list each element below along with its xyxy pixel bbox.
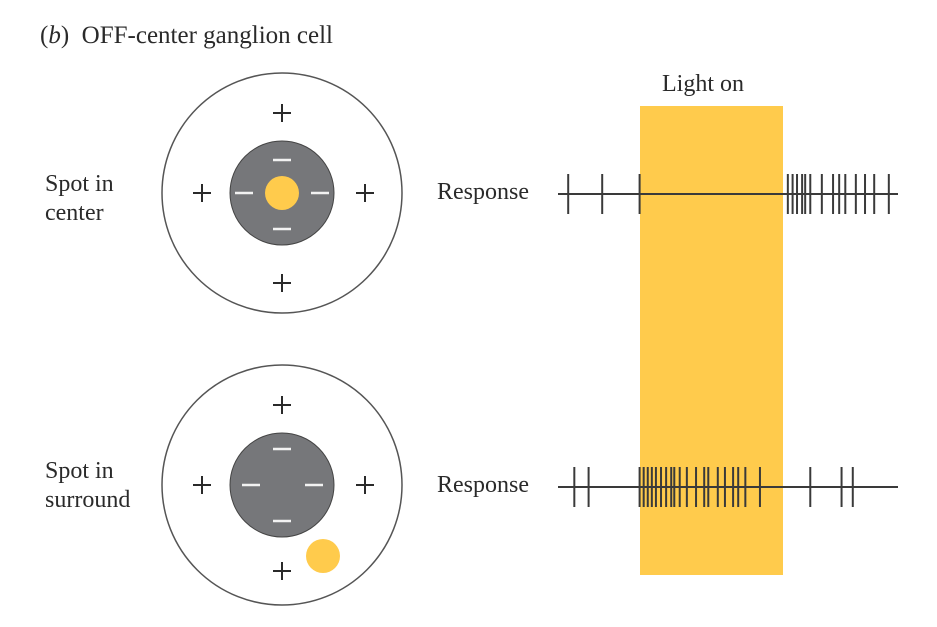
plus-sign — [273, 396, 291, 414]
light-spot — [265, 176, 299, 210]
spike-train — [558, 467, 898, 507]
light-on-label: Light on — [662, 71, 744, 97]
figure-title-text: OFF-center ganglion cell — [81, 22, 333, 49]
response-label-center: Response — [437, 179, 529, 205]
row-label-surround: Spot in surround — [45, 457, 130, 515]
center-field — [229, 432, 335, 538]
response-label-surround: Response — [437, 472, 529, 498]
plus-sign — [193, 184, 211, 202]
row-label-line1: Spot in — [45, 458, 114, 484]
row-label-center: Spot in center — [45, 170, 114, 228]
panel-letter: b — [48, 22, 61, 49]
plus-sign — [193, 476, 211, 494]
plus-sign — [356, 476, 374, 494]
plus-sign — [273, 274, 291, 292]
receptive-field-center-spot — [161, 72, 403, 314]
plus-sign — [273, 562, 291, 580]
row-label-line1: Spot in — [45, 171, 114, 197]
figure-title: (b) OFF-center ganglion cell — [40, 22, 333, 49]
row-label-line2: surround — [45, 487, 131, 513]
receptive-field-surround-spot — [161, 364, 403, 606]
spike-train — [558, 174, 898, 214]
plus-sign — [273, 104, 291, 122]
light-spot — [306, 539, 340, 573]
row-label-line2: center — [45, 200, 104, 226]
plus-sign — [356, 184, 374, 202]
